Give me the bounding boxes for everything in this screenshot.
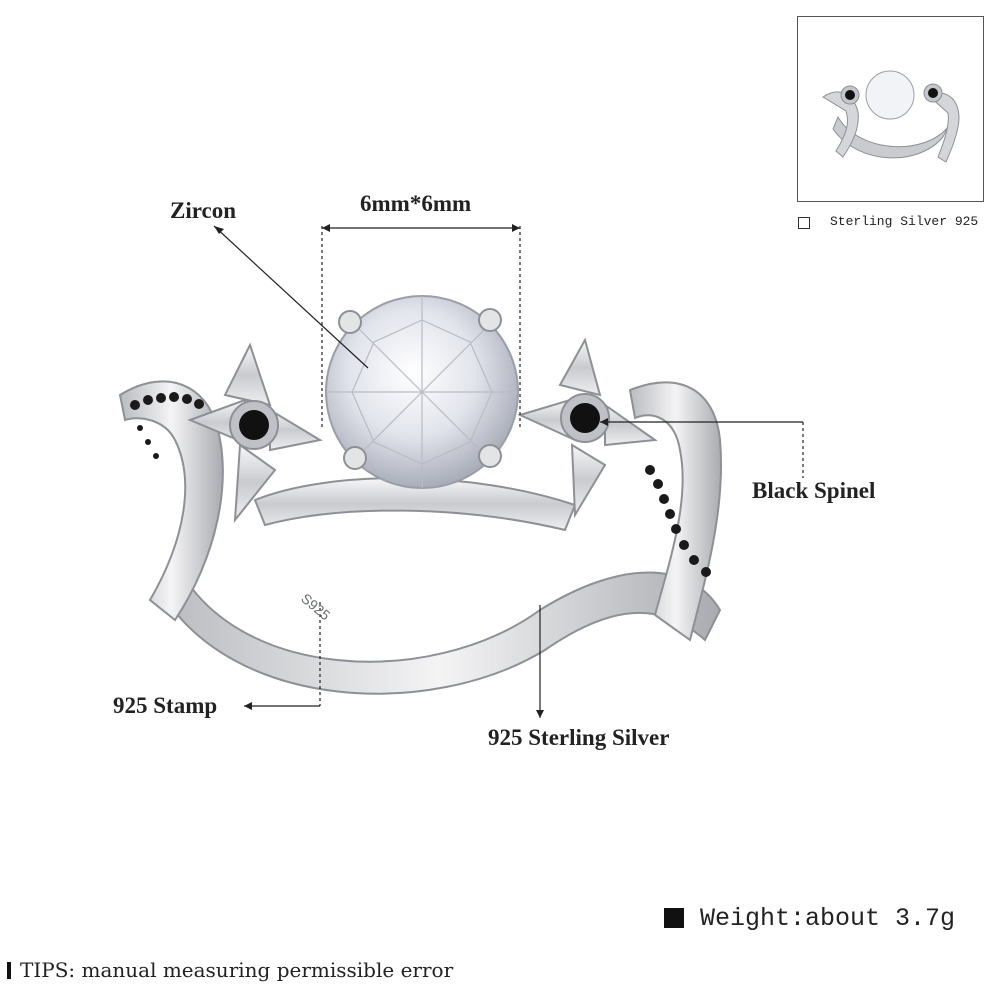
stamp-label: 925 Stamp [113,693,218,718]
sterling-silver-label: 925 Sterling Silver [488,725,670,750]
tips-bullet-icon [7,962,11,979]
color-option-checkbox[interactable] [798,217,810,229]
flower-left [187,342,323,524]
ring-band-left [118,380,224,622]
spinel-pave-left [130,392,204,459]
weight-bullet-icon [664,908,684,928]
annotation-lines [213,225,804,718]
tips-text: TIPS: manual measuring permissible error [20,958,454,982]
zircon-label: Zircon [170,198,237,223]
ring-gallery [253,477,577,532]
thumbnail-ring-image [822,70,960,163]
band-stamp-engraving: S925 [298,590,333,623]
thumbnail-caption: Sterling Silver 925 [830,214,979,229]
spinel-pave-right [645,465,711,577]
thumbnail-frame[interactable] [797,16,984,202]
annotation-arrowheads [214,224,608,718]
flower-right [517,337,658,519]
size-label: 6mm*6mm [360,191,472,216]
black-spinel-label: Black Spinel [752,478,876,503]
center-zircon [325,295,519,489]
ring-band-right [628,381,723,642]
ring-shank-lower [158,557,722,695]
weight-text: Weight:about 3.7g [700,904,956,933]
